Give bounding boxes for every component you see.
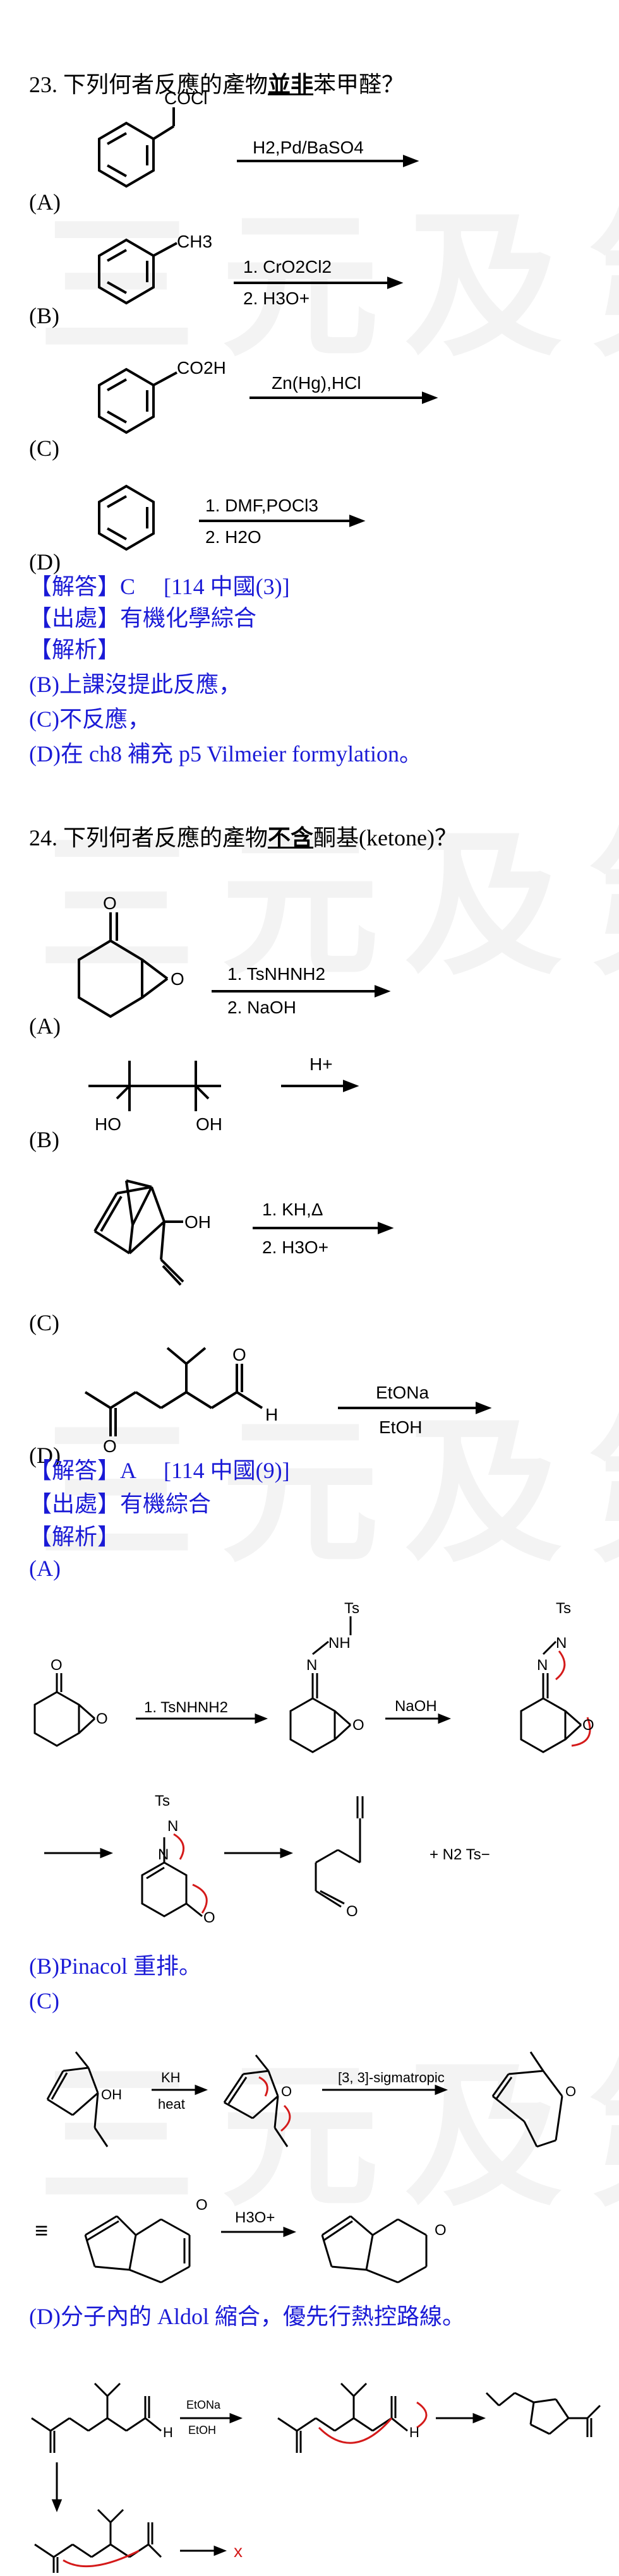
reagent-label: 1. CrO2Cl2 bbox=[243, 257, 332, 277]
substituent-label: CH3 bbox=[177, 232, 212, 251]
analysis-a-label: (A) bbox=[29, 1556, 61, 1581]
analysis-title-23: 【解析】 bbox=[29, 637, 121, 662]
analysis-line: (C)不反應， bbox=[29, 707, 150, 732]
substituent-label: CO2H bbox=[177, 358, 226, 378]
equivalence-symbol: ≡ bbox=[35, 2217, 48, 2243]
reagent-label: H3O+ bbox=[235, 2209, 275, 2226]
atom-label: O bbox=[196, 2197, 208, 2214]
atom-label: O bbox=[96, 1710, 108, 1727]
reagent-label: EtONa bbox=[186, 2399, 221, 2411]
atom-label: O bbox=[51, 1657, 63, 1674]
analysis-line: (D)在 ch8 補充 p5 Vilmeier formylation。 bbox=[29, 741, 423, 766]
atom-label: H bbox=[163, 2424, 173, 2440]
atom-label: N bbox=[167, 1818, 178, 1835]
atom-label: O bbox=[352, 1717, 364, 1734]
reagent-label: heat bbox=[158, 2096, 185, 2112]
source-24: 【出處】有機綜合 bbox=[29, 1491, 212, 1517]
option-label: (B) bbox=[29, 303, 59, 328]
reagent-label: EtOH bbox=[188, 2424, 216, 2436]
atom-label: H bbox=[409, 2424, 419, 2440]
analysis-b: (B)Pinacol 重排。 bbox=[29, 1953, 201, 1979]
products-label: + N2 Ts− bbox=[430, 1846, 490, 1863]
atom-label: NH bbox=[328, 1635, 351, 1652]
atom-label: O bbox=[281, 2084, 292, 2099]
atom-label: OH bbox=[184, 1212, 211, 1232]
analysis-line: (B)上課沒提此反應， bbox=[29, 672, 241, 697]
analysis-c-label: (C) bbox=[29, 1988, 59, 2013]
atom-label: Ts bbox=[155, 1792, 170, 1810]
reagent-label: 2. H2O bbox=[205, 527, 261, 547]
option-label: (C) bbox=[29, 436, 59, 461]
reagent-label: 2. H3O+ bbox=[262, 1237, 328, 1257]
atom-label: N bbox=[556, 1635, 567, 1652]
atom-label: O bbox=[203, 1909, 215, 1926]
atom-label: O bbox=[582, 1717, 594, 1734]
atom-label: O bbox=[565, 2084, 576, 2099]
q23-reactions: COCl H2,Pd/BaSO4 CH3 1. CrO2Cl2 2. H3O+ … bbox=[98, 88, 438, 551]
question-23-title: 23. 下列何者反應的產物並非苯甲醛？ bbox=[29, 72, 405, 97]
atom-label: O bbox=[171, 969, 184, 989]
atom-label: O bbox=[232, 1345, 246, 1364]
option-label: (C) bbox=[29, 1310, 59, 1335]
source-23: 【出處】有機化學綜合 bbox=[29, 605, 257, 631]
reagent-label: 1. DMF,POCl3 bbox=[205, 496, 318, 515]
reagent-label: H+ bbox=[310, 1054, 333, 1074]
reagent-label: [3, 3]-sigmatropic bbox=[338, 2070, 445, 2085]
reagent-label: 1. TsNHNH2 bbox=[144, 1699, 228, 1716]
substituent-label: COCl bbox=[164, 88, 207, 108]
atom-label: H bbox=[265, 1405, 278, 1424]
q24-reactions: O O 1. TsNHNH2 2. NaOH HO OH H+ OH 1. KH… bbox=[78, 893, 492, 1456]
atom-label: N bbox=[306, 1657, 317, 1674]
answer-24: 【解答】A [114 中國(9)] bbox=[29, 1458, 290, 1483]
atom-label: O bbox=[346, 1903, 358, 1920]
option-label: (A) bbox=[29, 189, 61, 215]
atom-label: OH bbox=[101, 2087, 122, 2102]
question-24-title: 24. 下列何者反應的產物不含酮基(ketone)？ bbox=[29, 825, 457, 850]
reagent-label: Zn(Hg),HCl bbox=[272, 373, 361, 393]
reagent-label: EtONa bbox=[376, 1383, 429, 1402]
reagent-label: 2. H3O+ bbox=[243, 289, 310, 308]
analysis-d: (D)分子內的 Aldol 縮合，優先行熱控路線。 bbox=[29, 2304, 465, 2329]
atom-label: HO bbox=[95, 1114, 121, 1134]
option-label: (D) bbox=[29, 1443, 61, 1468]
reagent-label: 1. KH,Δ bbox=[262, 1200, 323, 1219]
reagent-label: KH bbox=[161, 2070, 181, 2085]
option-label: (B) bbox=[29, 1127, 59, 1152]
atom-label: Ts bbox=[344, 1600, 359, 1617]
fail-mark: x bbox=[234, 2541, 243, 2561]
atom-label: OH bbox=[196, 1114, 222, 1134]
reagent-label: NaOH bbox=[395, 1698, 437, 1715]
reagent-label: H2,Pd/BaSO4 bbox=[253, 138, 364, 157]
atom-label: O bbox=[103, 893, 117, 913]
atom-label: Ts bbox=[556, 1600, 571, 1617]
option-label: (A) bbox=[29, 1013, 61, 1039]
answer-23: 【解答】C [114 中國(3)] bbox=[29, 574, 290, 599]
option-label: (D) bbox=[29, 549, 61, 575]
reagent-label: 2. NaOH bbox=[227, 998, 296, 1017]
atom-label: O bbox=[435, 2222, 447, 2239]
reagent-label: 1. TsNHNH2 bbox=[227, 964, 325, 984]
analysis-title-24: 【解析】 bbox=[29, 1524, 121, 1549]
atom-label: O bbox=[103, 1436, 117, 1456]
atom-label: N bbox=[158, 1846, 169, 1863]
reagent-label: EtOH bbox=[379, 1417, 422, 1437]
atom-label: N bbox=[537, 1657, 548, 1674]
